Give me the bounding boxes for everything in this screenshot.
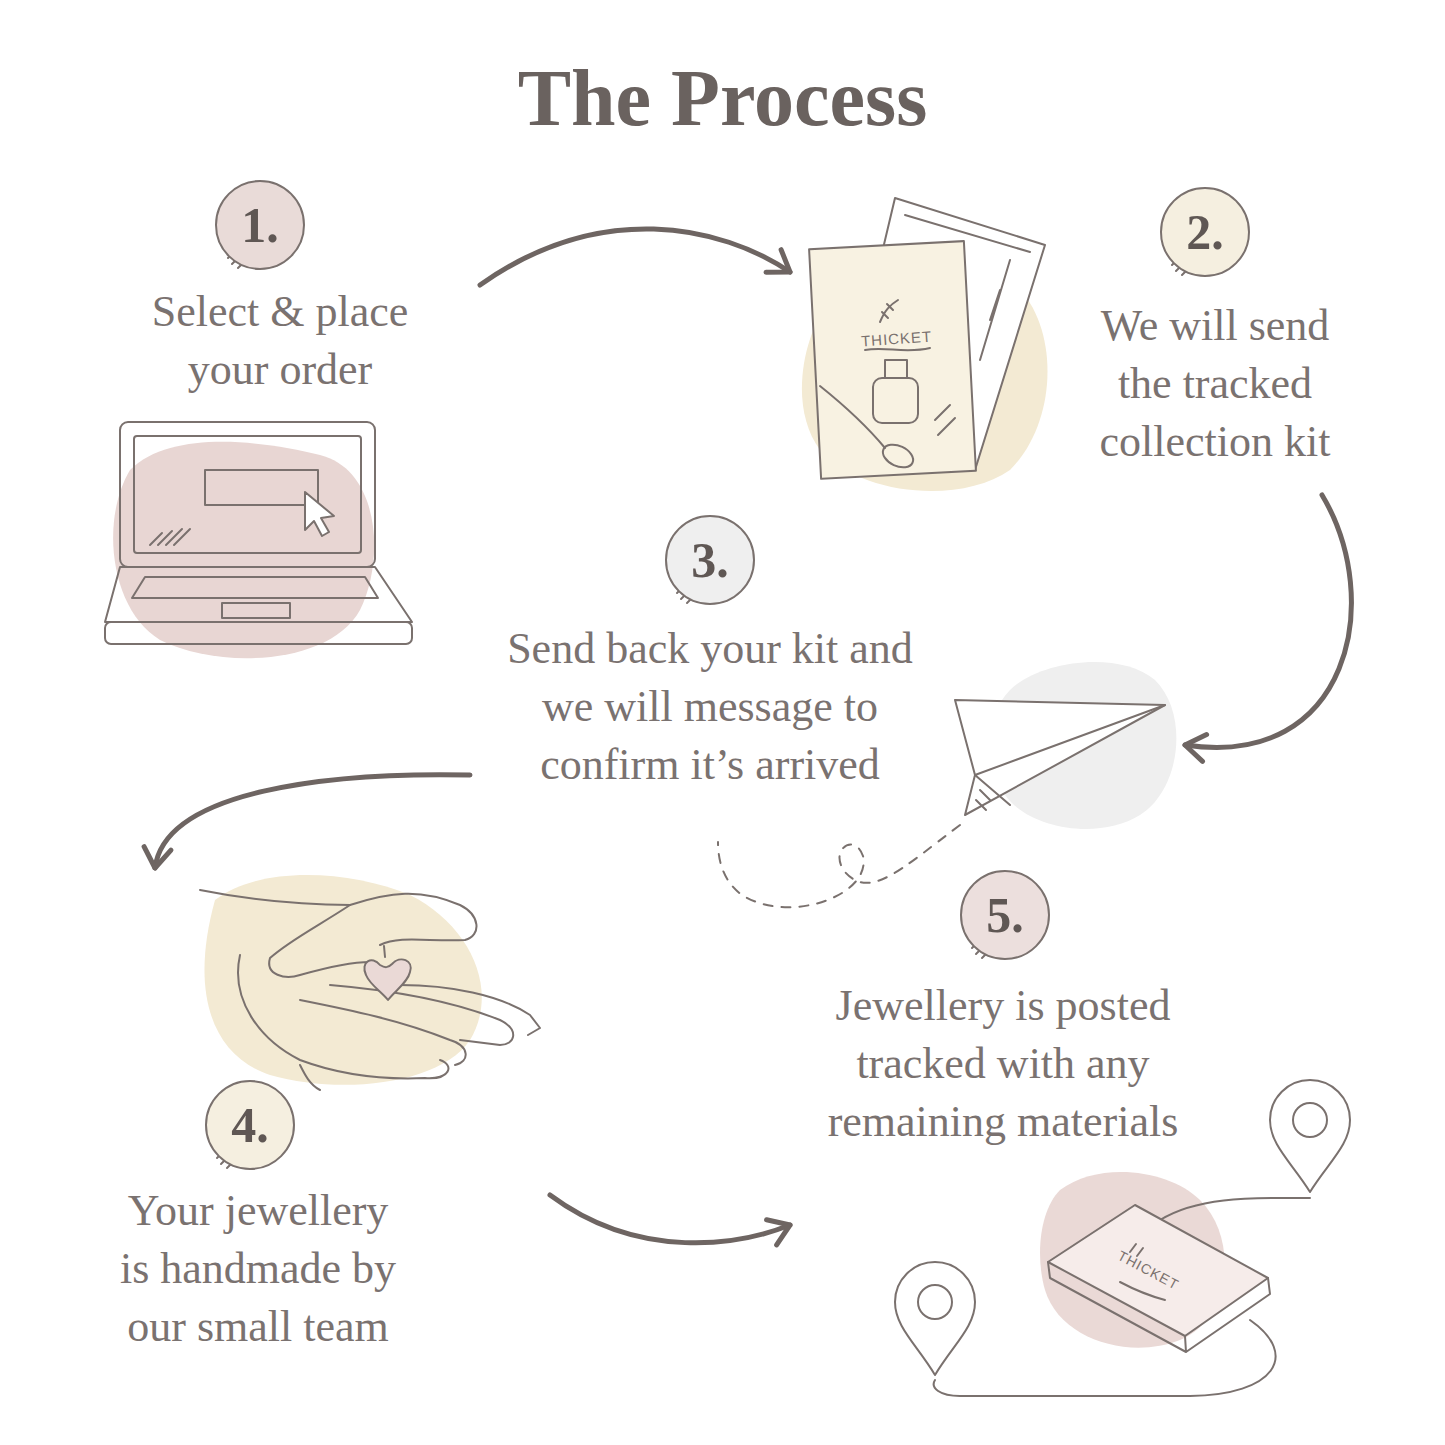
paper-plane [718,700,1165,907]
arrow-head [144,847,171,868]
step-number: 5. [986,890,1024,940]
process-step: 5. Jewellery is posted tracked with any r… [790,865,1355,1400]
process-step: 1. Select & place your order [100,170,480,650]
arrow-head [767,1220,790,1245]
arrow-head [766,250,790,273]
step-description: Jewellery is posted tracked with any rem… [793,977,1213,1151]
process-step: 3. Send back your kit and we will message… [470,505,1185,925]
flow-arrow [1185,495,1351,761]
step-number-circle: 1. [215,180,305,270]
step-number: 3. [691,535,729,585]
step-description: We will send the tracked collection kit [1078,297,1353,471]
step-number-circle: 4. [205,1080,295,1170]
process-step: 2. We will send the tracked collection ki… [790,180,1360,495]
collection-kit [809,198,1045,479]
flow-arrow [480,229,790,285]
step-number: 2. [1186,207,1224,257]
step-number: 4. [231,1100,269,1150]
step-description: Send back your kit and we will message t… [490,620,930,794]
arrow-line [1185,495,1351,747]
arrow-line [155,775,470,868]
step-number-circle: 5. [960,870,1050,960]
diagram-title: The Process [0,58,1445,138]
flow-arrow [144,775,470,868]
laptop-icon [105,422,412,644]
arrow-line [550,1195,790,1243]
step-number-circle: 3. [665,515,755,605]
step-description: Your jewellery is handmade by our small … [112,1182,404,1356]
step-number: 1. [241,200,279,250]
arrow-head [1185,735,1207,762]
process-step: 4. Your jewellery is handmade by our smal… [90,868,550,1363]
flow-arrow [550,1195,790,1245]
step-description: Select & place your order [115,283,445,399]
step-number-circle: 2. [1160,187,1250,277]
arrow-line [480,229,790,285]
hands-with-heart [200,890,540,1090]
